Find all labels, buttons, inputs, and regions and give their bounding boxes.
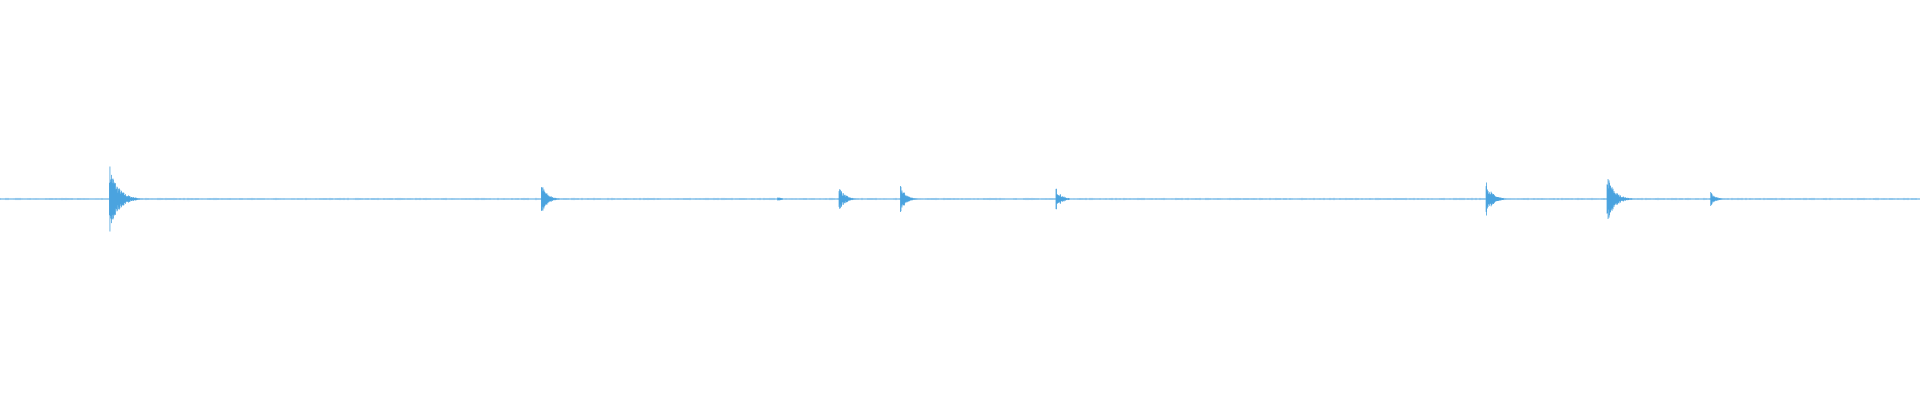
transient-spike [541, 187, 562, 211]
transient-spike [1055, 188, 1075, 210]
transient-spike [1710, 191, 1728, 207]
transient-spike [900, 185, 920, 213]
waveform-transients [0, 166, 1919, 232]
waveform-noise-floor [0, 197, 1919, 201]
transient-spike [777, 197, 792, 201]
